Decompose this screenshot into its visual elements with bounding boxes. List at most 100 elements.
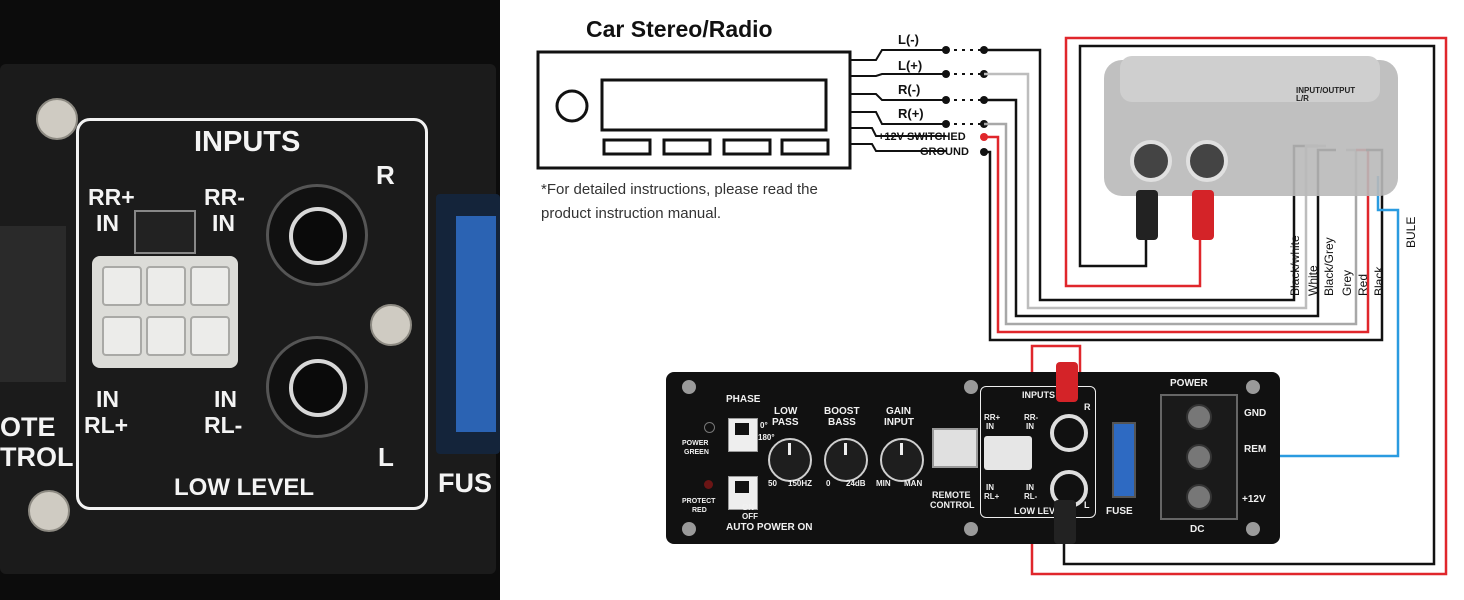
in-rl-plus-label-1: IN	[96, 386, 119, 412]
amp-l-label: L	[1084, 500, 1090, 510]
protect-led	[704, 480, 713, 489]
amp-rr-plus-label: RR+	[984, 413, 1001, 422]
stereo-button	[722, 138, 772, 156]
amplifier-face-plate	[0, 64, 496, 574]
stereo-button	[780, 138, 830, 156]
amp-low-level-label: LOW LEVEL	[1014, 506, 1067, 516]
protect-led-label-1: PROTECT	[682, 498, 716, 505]
ground-label: GROUND	[920, 146, 969, 158]
terminal-screw-rem	[1186, 444, 1212, 470]
stereo-display	[600, 78, 828, 132]
amp-rr-plus-in-label: IN	[986, 422, 994, 431]
wire-label-black-white: Black/white	[1288, 235, 1302, 296]
gain-min-label: MIN	[876, 479, 891, 488]
rca-output-right	[1186, 140, 1228, 182]
screw-icon	[1246, 380, 1260, 394]
amp-rr-minus-in-label: IN	[1026, 422, 1034, 431]
low-pass-knob	[768, 438, 812, 482]
phase-label: PHASE	[726, 394, 761, 405]
phase-switch	[728, 418, 758, 452]
amp-in-label-1: IN	[986, 483, 994, 492]
connector-pin	[102, 266, 142, 306]
protect-led-label-2: RED	[692, 507, 707, 514]
screw-icon	[370, 304, 412, 346]
inputs-title: INPUTS	[194, 126, 301, 158]
phase-0-label: 0°	[760, 421, 768, 430]
low-pass-max-label: 150HZ	[788, 479, 813, 488]
dc-label: DC	[1190, 524, 1205, 535]
rr-minus-in-label: IN	[212, 210, 235, 236]
rr-plus-label: RR+	[88, 184, 135, 210]
power-terminal-block	[1160, 394, 1238, 520]
connector-pin	[102, 316, 142, 356]
off-label: OFF	[742, 512, 758, 521]
converter-io-label: INPUT/OUTPUT	[1296, 86, 1356, 95]
power-led-label-1: POWER	[682, 440, 709, 447]
remote-label-fragment-1: OTE	[0, 412, 56, 442]
screw-icon	[682, 380, 696, 394]
switched-12v-label: +12V SWITCHED	[878, 131, 966, 143]
wire-label-white: White	[1306, 265, 1320, 296]
amp-r-label: R	[1084, 402, 1091, 412]
stereo-volume-knob-icon	[555, 89, 589, 123]
red-signal-wire	[1030, 36, 1448, 576]
rem-label: REM	[1244, 444, 1267, 455]
gain-label-1: GAIN	[886, 406, 911, 417]
amp-rr-minus-label: RR-	[1024, 413, 1039, 422]
blue-remote-wire	[1210, 176, 1400, 458]
power-led	[704, 422, 715, 433]
boost-bass-label-1: BOOST	[824, 406, 860, 417]
power-block-label: POWER	[1170, 378, 1208, 389]
power-led-label-2: GREEN	[684, 449, 709, 456]
terminal-screw-gnd	[1186, 404, 1212, 430]
wire-label-black-grey: Black/Grey	[1322, 237, 1336, 296]
low-level-label: LOW LEVEL	[174, 474, 314, 501]
amp-in-label-2: IN	[1026, 483, 1034, 492]
remote-label-fragment-2: TROL	[0, 442, 74, 472]
rca-jack-left	[266, 336, 368, 438]
stereo-unit-outline	[536, 50, 852, 170]
wire-label-red: Red	[1356, 273, 1370, 296]
fuse-label-fragment: FUS	[438, 468, 492, 498]
wire-label-grey: Grey	[1340, 269, 1354, 296]
rr-minus-label: RR-	[204, 184, 245, 210]
gain-label-2: INPUT	[884, 417, 914, 428]
stereo-output-leads	[850, 49, 946, 152]
amplifier-panel: PHASE 0° 180° POWER GREEN PROTECT RED ON…	[666, 372, 1280, 544]
black-rca-plug	[1054, 500, 1076, 544]
connector-latch	[134, 210, 196, 254]
remote-control-port	[0, 226, 66, 382]
six-pin-input-connector	[92, 256, 238, 368]
remote-label-2: CONTROL	[930, 500, 975, 510]
screw-icon	[964, 522, 978, 536]
amp-inputs-panel	[980, 386, 1096, 518]
remote-label-1: REMOTE	[932, 490, 971, 500]
rca-cable-black	[1136, 190, 1158, 240]
terminal-label-r-minus: R(-)	[898, 82, 921, 97]
inputs-panel-outline	[76, 118, 428, 510]
in-rl-plus-label-2: RL+	[84, 412, 129, 438]
rr-plus-in-label: IN	[96, 210, 119, 236]
gnd-label: GND	[1244, 408, 1267, 419]
l-channel-label: L	[378, 442, 394, 472]
amp-fuse	[1112, 422, 1136, 498]
fuse-holder	[436, 194, 500, 454]
amp-rl-plus-label: RL+	[984, 492, 1000, 501]
terminal-label-l-plus: L(+)	[898, 58, 923, 73]
auto-power-on-label: AUTO POWER ON	[726, 522, 813, 533]
black-signal-wire	[1062, 44, 1436, 566]
rca-output-left	[1130, 140, 1172, 182]
amp-fuse-label: FUSE	[1106, 506, 1133, 517]
boost-max-label: 24dB	[846, 479, 866, 488]
stereo-button	[602, 138, 652, 156]
boost-bass-knob	[824, 438, 868, 482]
connector-pin	[190, 316, 230, 356]
screw-icon	[964, 380, 978, 394]
low-pass-label-2: PASS	[772, 417, 799, 428]
connector-pin	[146, 316, 186, 356]
rca-jack-right	[266, 184, 368, 286]
low-pass-label-1: LOW	[774, 406, 798, 417]
on-label: ON	[742, 503, 754, 512]
stereo-title: Car Stereo/Radio	[586, 16, 773, 42]
